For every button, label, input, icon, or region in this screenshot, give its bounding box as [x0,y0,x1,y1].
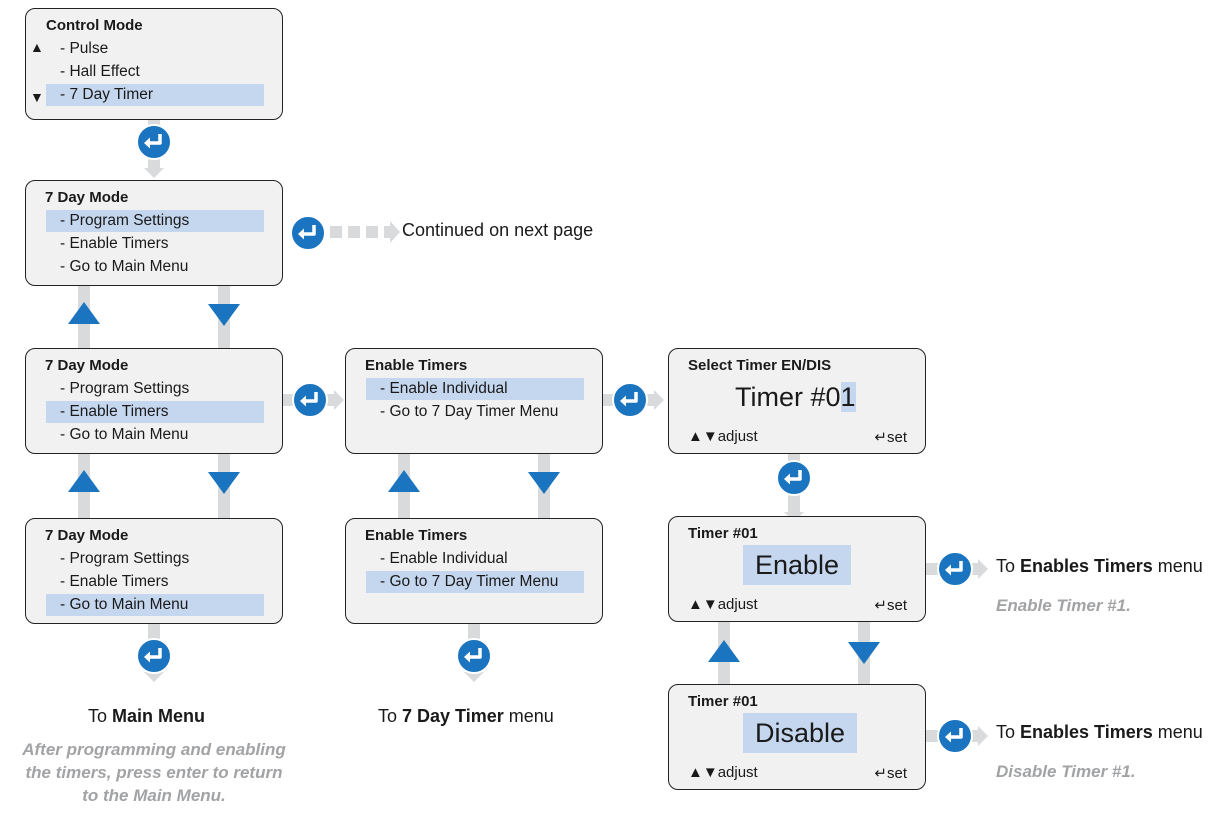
day-mode-screen-program: 7 Day Mode - Program Settings - Enable T… [25,180,283,286]
timer-state-disable[interactable]: Disable [743,713,858,753]
screen-title: Timer #01 [688,693,758,710]
menu-item-7-day-timer-menu[interactable]: - Go to 7 Day Timer Menu [366,571,584,593]
menu-item-program-settings[interactable]: - Program Settings [60,380,190,397]
label-emphasis: Enables Timers [1020,556,1153,576]
adjust-hint: ▲▼adjust [688,764,758,781]
enter-icon[interactable] [136,124,172,160]
scroll-up-icon: ▲ [30,39,44,55]
disable-note: Disable Timer #1. [996,762,1136,781]
to-7-day-timer-label: To 7 Day Timer menu [378,706,554,727]
adjust-hint: ▲▼adjust [688,596,758,613]
note-emphasis: Main Menu. [133,786,226,805]
label-emphasis: 7 Day Timer [402,706,504,726]
up-arrow-icon [68,302,100,324]
to-enables-timers-label: To Enables Timers menu [996,722,1203,743]
note-line: After programming and enabling [22,740,286,759]
control-mode-screen: Control Mode ▲ ▼ - Pulse - Hall Effect -… [25,8,283,120]
screen-title: 7 Day Mode [45,527,129,544]
enter-icon[interactable] [456,638,492,674]
scroll-down-icon: ▼ [30,89,44,105]
menu-item-hall-effect[interactable]: - Hall Effect [60,63,140,80]
menu-item-enable-timers[interactable]: - Enable Timers [60,573,169,590]
label-suffix: menu [1152,556,1203,576]
label-emphasis: Enables Timers [1020,722,1153,742]
day-mode-screen-enable: 7 Day Mode - Program Settings - Enable T… [25,348,283,454]
note-line: to the Main Menu. [0,784,308,807]
note-text: to the [82,786,134,805]
timer-number-value: Timer #01 [735,377,856,417]
menu-item-enable-individual[interactable]: - Enable Individual [380,550,508,567]
menu-item-main-menu[interactable]: - Go to Main Menu [60,426,189,443]
label-prefix: To [378,706,403,726]
down-arrow-icon [848,642,880,664]
timer-enable-screen: Timer #01 Enable ▲▼adjust ↵set [668,516,926,622]
up-arrow-icon [388,470,420,492]
to-main-menu-label: To Main Menu [88,706,205,727]
label-prefix: To [88,706,113,726]
menu-item-program-settings[interactable]: - Program Settings [60,550,190,567]
menu-item-pulse[interactable]: - Pulse [60,40,109,57]
timer-number-digit[interactable]: 1 [840,382,856,412]
timer-state-enable[interactable]: Enable [743,545,852,585]
enter-icon[interactable] [136,638,172,674]
menu-item-7-day-timer-menu[interactable]: - Go to 7 Day Timer Menu [380,403,559,420]
menu-item-enable-timers[interactable]: - Enable Timers [46,401,264,423]
menu-item-main-menu[interactable]: - Go to Main Menu [46,594,264,616]
enter-icon[interactable] [612,382,648,418]
menu-item-program-settings[interactable]: - Program Settings [46,210,264,232]
continued-label: Continued on next page [402,220,594,240]
screen-title: Select Timer EN/DIS [688,357,832,374]
screen-title: Control Mode [46,17,143,34]
select-timer-screen: Select Timer EN/DIS Timer #01 ▲▼adjust ↵… [668,348,926,454]
enter-icon[interactable] [776,460,812,496]
menu-item-main-menu[interactable]: - Go to Main Menu [60,258,189,275]
label-prefix: To [996,722,1021,742]
down-arrow-icon [208,472,240,494]
label-suffix: menu [1152,722,1203,742]
down-arrow-icon [528,472,560,494]
set-hint: ↵set [874,597,907,614]
screen-title: Enable Timers [365,357,468,374]
enter-icon[interactable] [290,215,326,251]
screen-title: Enable Timers [365,527,468,544]
adjust-hint: ▲▼adjust [688,428,758,445]
label-prefix: To [996,556,1021,576]
up-arrow-icon [68,470,100,492]
set-hint: ↵set [874,429,907,446]
screen-title: Timer #01 [688,525,758,542]
main-menu-note: After programming and enabling the timer… [0,738,308,807]
screen-title: 7 Day Mode [45,357,129,374]
up-arrow-icon [708,640,740,662]
enable-timers-screen-individual: Enable Timers - Enable Individual - Go t… [345,348,603,454]
to-enables-timers-label: To Enables Timers menu [996,556,1203,577]
enter-icon[interactable] [292,382,328,418]
label-suffix: menu [503,706,554,726]
set-hint: ↵set [874,765,907,782]
menu-item-enable-individual[interactable]: - Enable Individual [366,378,584,400]
menu-item-7-day-timer[interactable]: - 7 Day Timer [46,84,264,106]
enter-icon[interactable] [937,551,973,587]
timer-number-prefix: Timer #0 [735,382,841,412]
enter-icon[interactable] [937,718,973,754]
enable-note: Enable Timer #1. [996,596,1131,615]
timer-disable-screen: Timer #01 Disable ▲▼adjust ↵set [668,684,926,790]
enable-timers-screen-back: Enable Timers - Enable Individual - Go t… [345,518,603,624]
menu-item-enable-timers[interactable]: - Enable Timers [60,235,169,252]
note-line: the timers, press enter to return [25,763,283,782]
label-emphasis: Main Menu [112,706,206,726]
down-arrow-icon [208,304,240,326]
screen-title: 7 Day Mode [45,189,129,206]
day-mode-screen-main: 7 Day Mode - Program Settings - Enable T… [25,518,283,624]
